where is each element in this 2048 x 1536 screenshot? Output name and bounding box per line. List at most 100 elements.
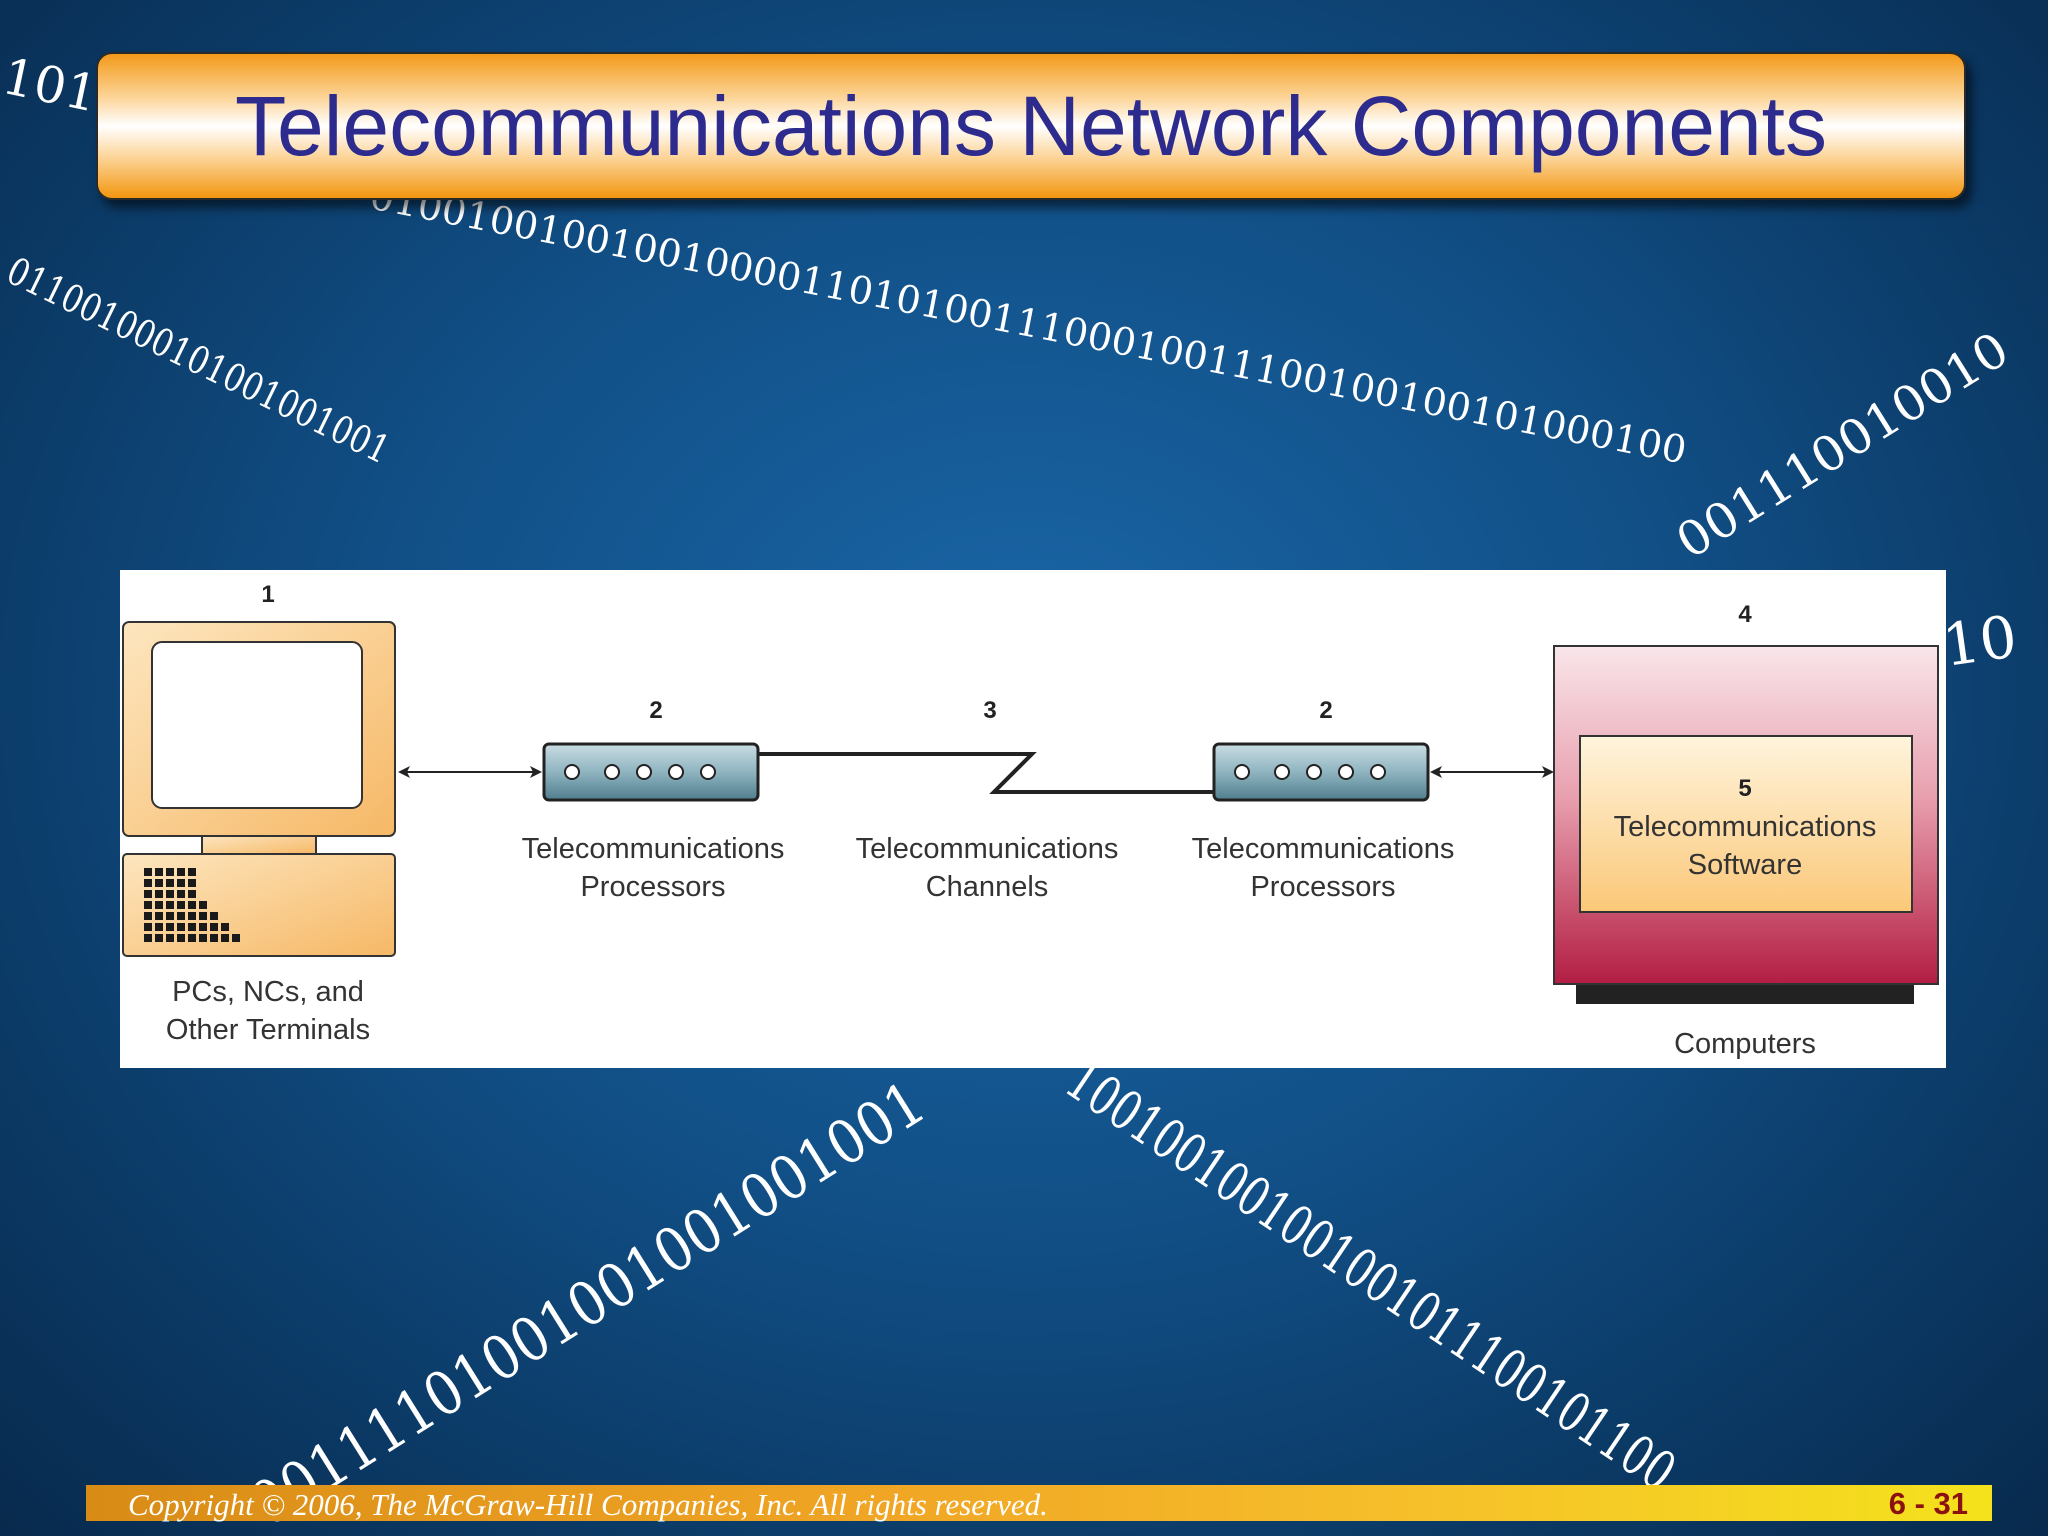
keyboard-key (155, 868, 163, 876)
keyboard-key (155, 912, 163, 920)
binary-string-upper-arc: 0100100100100100001101010011100010011100… (366, 174, 1690, 473)
keyboard-key (144, 934, 152, 942)
processor-right-label-line1: Telecommunications (1192, 833, 1455, 865)
indicator-light (1370, 764, 1386, 780)
indicator-light (1338, 764, 1354, 780)
terminal-stand (201, 835, 317, 855)
network-diagram-svg: 1 PCs, NCs, and Other Terminals 2 Teleco… (122, 581, 1939, 1060)
keyboard-key (144, 868, 152, 876)
keyboard-key (199, 912, 207, 920)
keyboard-key (155, 879, 163, 887)
keyboard-key (210, 923, 218, 931)
binary-string-upper-right: 001110010010 (1667, 321, 2019, 570)
processor-component-left: 2 Telecommunications Processors (522, 697, 785, 903)
processor-left-number: 2 (649, 697, 662, 724)
terminal-screen (151, 641, 363, 809)
processor-left-lights-icon (564, 764, 716, 780)
keyboard-key (166, 868, 174, 876)
channel-label-line2: Channels (926, 871, 1049, 903)
keyboard-key (166, 912, 174, 920)
keyboard-key (188, 923, 196, 931)
channel-label-line1: Telecommunications (856, 833, 1119, 865)
software-box (1579, 735, 1913, 913)
footer-bar: Copyright © 2006, The McGraw-Hill Compan… (86, 1485, 1992, 1522)
processor-right-number: 2 (1319, 697, 1332, 724)
keyboard-key (177, 901, 185, 909)
indicator-light (604, 764, 620, 780)
software-number: 5 (1738, 775, 1751, 802)
keyboard-key (166, 890, 174, 898)
keyboard-key (177, 912, 185, 920)
indicator-light (700, 764, 716, 780)
computer-label: Computers (1674, 1028, 1816, 1060)
keyboard-key (166, 879, 174, 887)
binary-string-upper-left: 011001000101001001001 (0, 249, 397, 473)
copyright-notice: Copyright © 2006, The McGraw-Hill Compan… (128, 1487, 1048, 1522)
channel-line (758, 752, 1214, 794)
keyboard-key (177, 868, 185, 876)
keyboard-key (188, 868, 196, 876)
keyboard-key (199, 901, 207, 909)
keyboard-key (188, 890, 196, 898)
keyboard-key (210, 912, 218, 920)
network-diagram: 1 PCs, NCs, and Other Terminals 2 Teleco… (120, 570, 1946, 1068)
title-banner: Telecommunications Network Components (96, 52, 1966, 200)
keyboard-key (188, 934, 196, 942)
indicator-light (564, 764, 580, 780)
keyboard-key (144, 923, 152, 931)
processor-left-label-line1: Telecommunications (522, 833, 785, 865)
keyboard-key (232, 934, 240, 942)
terminal-component: 1 PCs, NCs, and Other Terminals (122, 581, 396, 1046)
indicator-light (1234, 764, 1250, 780)
software-label-line2: Software (1688, 849, 1802, 881)
indicator-light (1274, 764, 1290, 780)
keyboard-key (210, 934, 218, 942)
keyboard-key (144, 879, 152, 887)
processor-right-lights-icon (1234, 764, 1386, 780)
indicator-light (636, 764, 652, 780)
computer-base (1576, 984, 1914, 1004)
keyboard-key (188, 879, 196, 887)
keyboard-key (166, 923, 174, 931)
processor-left-label-line2: Processors (580, 871, 725, 903)
processor-right-label-line2: Processors (1250, 871, 1395, 903)
keyboard-key (177, 890, 185, 898)
channel-component: 3 Telecommunications Channels (758, 697, 1214, 903)
computer-component: 4 5 Telecommunications Software Computer… (1553, 601, 1939, 1060)
keyboard-key (144, 912, 152, 920)
binary-string-right-edge: 10 (1938, 602, 2021, 680)
keyboard-key (188, 912, 196, 920)
keyboard-key (155, 901, 163, 909)
keyboard-key (199, 923, 207, 931)
channel-number: 3 (983, 697, 996, 724)
keyboard-key (144, 890, 152, 898)
terminal-label-line1: PCs, NCs, and (172, 976, 364, 1008)
keyboard-key (166, 901, 174, 909)
keyboard-keys-icon (144, 868, 240, 942)
keyboard-key (177, 879, 185, 887)
computer-number: 4 (1738, 601, 1752, 628)
terminal-keyboard (122, 853, 396, 957)
keyboard-key (155, 923, 163, 931)
terminal-number: 1 (261, 581, 274, 608)
binary-string-lower-right: 1001001001001001011100101100 (1055, 1049, 1687, 1504)
indicator-light (1306, 764, 1322, 780)
keyboard-key (199, 934, 207, 942)
keyboard-key (177, 934, 185, 942)
keyboard-key (188, 901, 196, 909)
keyboard-key (221, 934, 229, 942)
keyboard-key (221, 923, 229, 931)
binary-string-lower-left: 00111101001001001001001 (239, 1068, 938, 1536)
keyboard-key (155, 934, 163, 942)
keyboard-key (155, 890, 163, 898)
page-title: Telecommunications Network Components (234, 78, 1828, 173)
processor-component-right: 2 Telecommunications Processors (1192, 697, 1455, 903)
keyboard-key (144, 901, 152, 909)
software-label-line1: Telecommunications (1614, 811, 1877, 843)
keyboard-key (177, 923, 185, 931)
binary-string-top-left: 101 (0, 47, 103, 124)
terminal-label-line2: Other Terminals (166, 1014, 370, 1046)
indicator-light (668, 764, 684, 780)
keyboard-key (166, 934, 174, 942)
